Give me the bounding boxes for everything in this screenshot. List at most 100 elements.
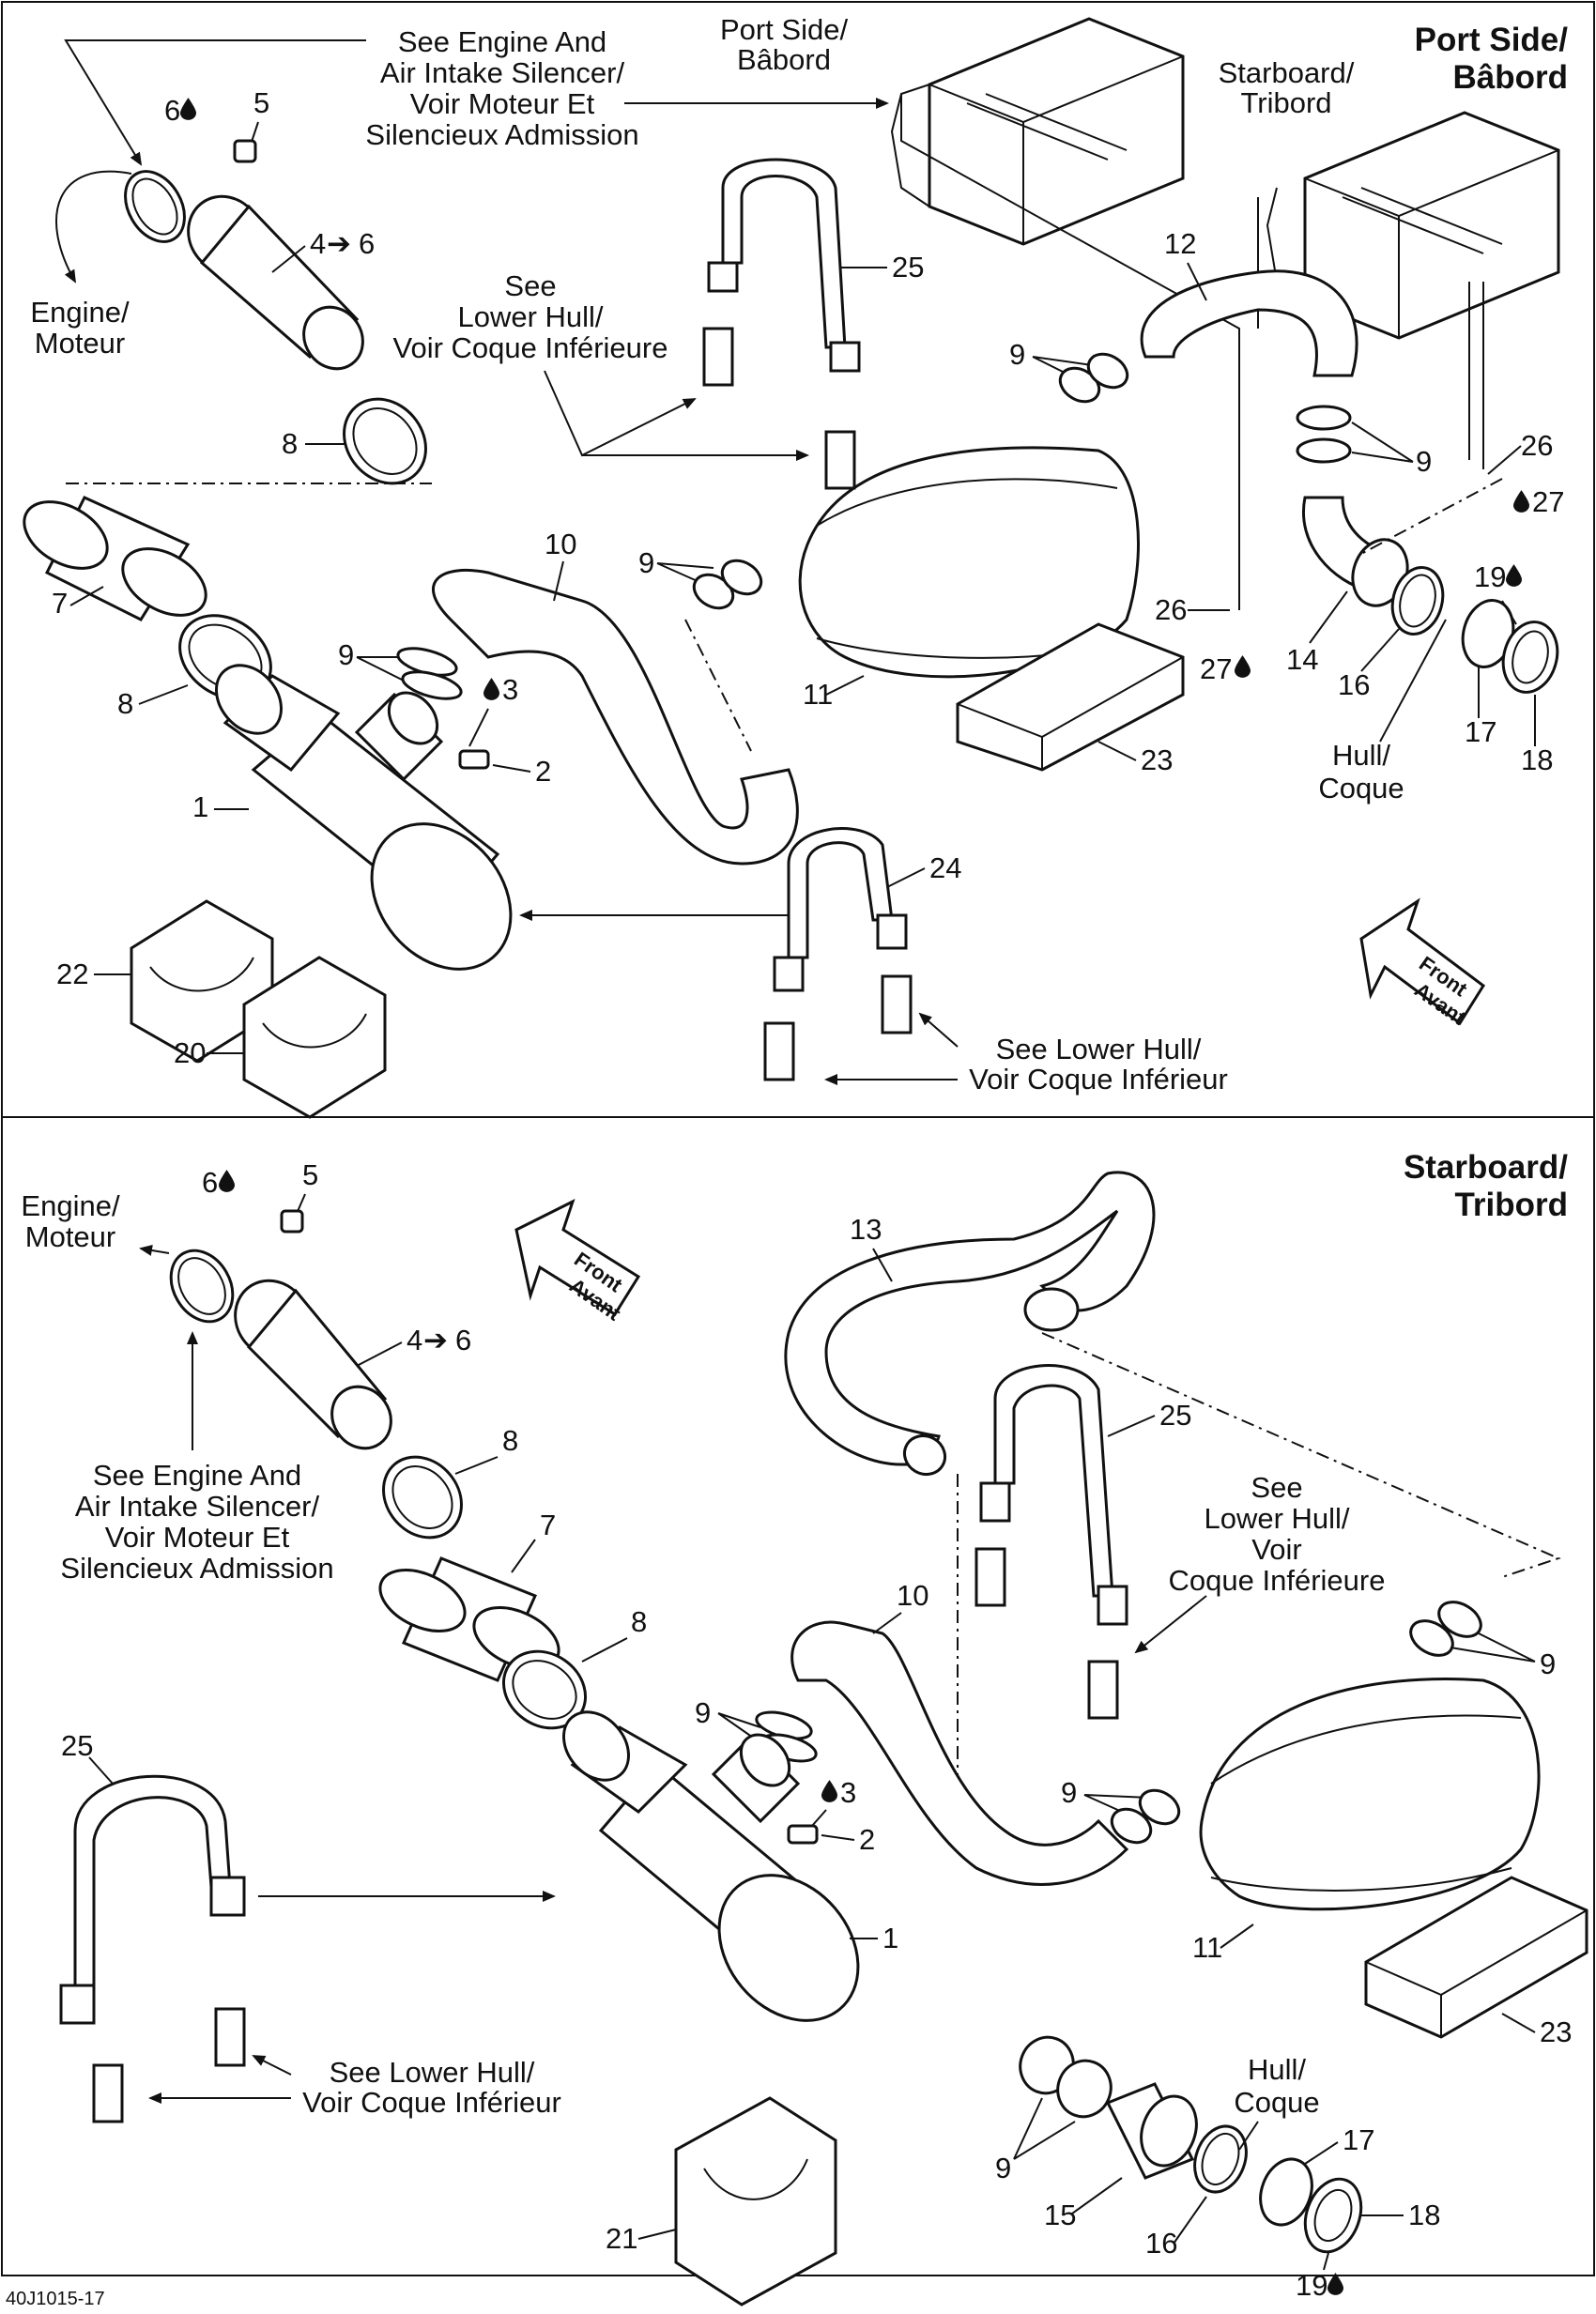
part-11-water-box-bottom xyxy=(1199,1678,1541,1911)
svg-text:5: 5 xyxy=(302,1158,318,1191)
svg-text:14: 14 xyxy=(1286,643,1318,676)
note-engine-silencer-bottom: See Engine And Air Intake Silencer/ Voir… xyxy=(60,1459,333,1585)
svg-text:See Engine And: See Engine And xyxy=(93,1459,301,1492)
svg-text:16: 16 xyxy=(1145,2227,1177,2260)
note-lower-hull-2-bottom: See Lower Hull/ Voir Coque Inférieur xyxy=(302,2056,561,2119)
label-hull-bottom: Hull/ Coque xyxy=(1234,2053,1319,2119)
svg-text:8: 8 xyxy=(631,1605,647,1638)
front-arrow-bottom: Front Avant xyxy=(514,1199,641,1326)
svg-text:Air Intake Silencer/: Air Intake Silencer/ xyxy=(380,56,625,89)
top-title-line1: Port Side/ xyxy=(1415,22,1569,58)
svg-text:1: 1 xyxy=(882,1922,898,1954)
label-starboard-top: Starboard/ Tribord xyxy=(1219,56,1355,119)
svg-text:19: 19 xyxy=(1296,2269,1327,2302)
svg-text:9: 9 xyxy=(1540,1647,1556,1680)
svg-text:18: 18 xyxy=(1408,2199,1440,2231)
water-line-port xyxy=(900,84,1240,610)
top-title-line2: Bâbord xyxy=(1453,59,1569,96)
svg-text:6: 6 xyxy=(359,227,375,260)
svg-text:2: 2 xyxy=(535,755,551,788)
svg-text:9: 9 xyxy=(1416,445,1432,478)
svg-text:See: See xyxy=(1251,1471,1302,1504)
svg-text:8: 8 xyxy=(502,1424,518,1457)
svg-text:16: 16 xyxy=(1338,668,1370,701)
svg-text:25: 25 xyxy=(1159,1399,1191,1432)
svg-text:9: 9 xyxy=(1009,338,1025,371)
svg-text:Silencieux Admission: Silencieux Admission xyxy=(365,118,638,151)
part-24-strap-top xyxy=(773,827,908,992)
svg-text:See Lower Hull/: See Lower Hull/ xyxy=(996,1033,1202,1065)
svg-text:27: 27 xyxy=(1200,652,1232,685)
svg-text:24: 24 xyxy=(929,851,961,884)
svg-text:Bâbord: Bâbord xyxy=(737,43,831,76)
part-10-hose-top xyxy=(431,568,799,866)
label-hull-top: Hull/ Coque xyxy=(1318,739,1404,805)
svg-text:11: 11 xyxy=(1192,1931,1222,1964)
part-25-strap-top xyxy=(707,158,861,373)
svg-text:23: 23 xyxy=(1540,2015,1572,2048)
part-23-foam-top xyxy=(956,622,1185,772)
svg-text:See Lower Hull/: See Lower Hull/ xyxy=(330,2056,535,2089)
svg-text:6: 6 xyxy=(164,94,180,127)
svg-text:9: 9 xyxy=(995,2152,1011,2184)
svg-text:15: 15 xyxy=(1044,2199,1076,2231)
part-4-coupler-top xyxy=(187,194,364,371)
svg-text:25: 25 xyxy=(892,251,924,284)
svg-text:Voir: Voir xyxy=(1251,1533,1301,1566)
label-engine-top: Engine/ Moteur xyxy=(30,296,130,360)
note-lower-hull-bottom: See Lower Hull/ Voir Coque Inférieure xyxy=(1169,1471,1386,1597)
part-20-cradle-top xyxy=(242,956,387,1119)
svg-text:Coque: Coque xyxy=(1234,2086,1319,2119)
svg-text:Moteur: Moteur xyxy=(25,1220,115,1253)
svg-text:12: 12 xyxy=(1164,227,1196,260)
svg-text:10: 10 xyxy=(545,528,576,560)
part-15-outlet-fitting-bottom xyxy=(1105,2082,1198,2180)
svg-text:➔: ➔ xyxy=(423,1324,448,1356)
svg-text:9: 9 xyxy=(638,546,654,579)
svg-text:3: 3 xyxy=(502,673,518,706)
svg-text:2: 2 xyxy=(859,1823,875,1856)
label-engine-bottom: Engine/ Moteur xyxy=(21,1189,120,1253)
svg-text:13: 13 xyxy=(850,1213,882,1246)
svg-text:6: 6 xyxy=(202,1166,218,1199)
part-25-strap-bottom-right xyxy=(979,1364,1128,1626)
note-lower-hull-2-top: See Lower Hull/ Voir Coque Inférieur xyxy=(969,1033,1228,1096)
part-10-hose-bottom xyxy=(790,1620,1129,1886)
svg-text:3: 3 xyxy=(840,1776,856,1809)
note-engine-silencer-top: See Engine And Air Intake Silencer/ Voir… xyxy=(365,25,638,151)
svg-text:Voir Moteur Et: Voir Moteur Et xyxy=(410,87,595,120)
svg-text:Starboard/: Starboard/ xyxy=(1219,56,1355,89)
svg-text:27: 27 xyxy=(1532,485,1564,518)
part-11-water-box-top xyxy=(798,446,1140,679)
svg-text:9: 9 xyxy=(695,1696,711,1729)
svg-text:26: 26 xyxy=(1155,593,1187,626)
label-port-side-top: Port Side/ Bâbord xyxy=(720,13,849,76)
svg-text:Coque Inférieure: Coque Inférieure xyxy=(1169,1564,1386,1597)
svg-text:20: 20 xyxy=(174,1036,206,1069)
svg-text:Air Intake Silencer/: Air Intake Silencer/ xyxy=(75,1490,320,1523)
svg-text:Silencieux Admission: Silencieux Admission xyxy=(60,1552,333,1585)
drawing-code: 40J1015-17 xyxy=(6,2289,105,2309)
svg-text:10: 10 xyxy=(897,1579,928,1612)
svg-text:8: 8 xyxy=(117,687,133,720)
svg-text:4: 4 xyxy=(310,227,326,260)
svg-text:17: 17 xyxy=(1465,715,1496,748)
part-7-sleeve-top xyxy=(23,496,207,621)
svg-text:➔: ➔ xyxy=(327,227,351,260)
svg-text:Hull/: Hull/ xyxy=(1332,739,1390,772)
svg-text:17: 17 xyxy=(1343,2123,1374,2156)
part-12-hose-top xyxy=(1140,269,1358,377)
svg-text:Engine/: Engine/ xyxy=(30,296,130,329)
heat-exchanger-port xyxy=(890,17,1185,246)
svg-text:26: 26 xyxy=(1521,429,1553,462)
part-23-foam-bottom xyxy=(1364,1876,1588,2039)
part-4-coupler-bottom xyxy=(234,1279,392,1450)
part-13-hose-bottom xyxy=(784,1171,1156,1477)
clamp-top xyxy=(124,170,186,243)
svg-text:1: 1 xyxy=(192,790,208,823)
svg-text:Port Side/: Port Side/ xyxy=(720,13,849,46)
svg-text:See Engine And: See Engine And xyxy=(398,25,606,58)
part-1-muffler-top xyxy=(215,664,513,971)
svg-text:18: 18 xyxy=(1521,743,1553,776)
